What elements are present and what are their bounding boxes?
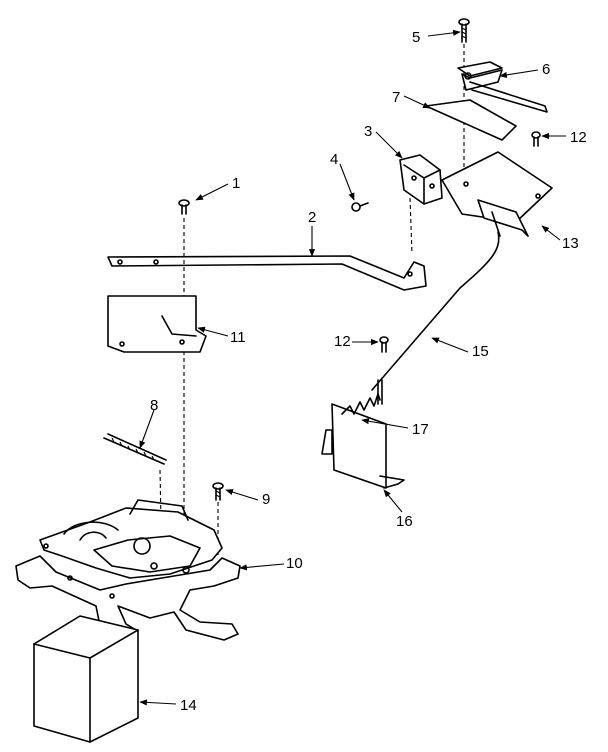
callout-12-lower: 12	[334, 333, 351, 350]
callout-16: 16	[396, 513, 413, 530]
part-17-spring	[341, 393, 381, 415]
part-8-threaded-rod	[103, 433, 167, 465]
callout-labels: 1 2 3 4 5 6 7 8 9 10 11 12 12 13 14 15 1…	[150, 29, 587, 714]
callout-12-upper: 12	[570, 129, 587, 146]
part-15-rod	[371, 231, 500, 391]
callout-5: 5	[412, 29, 420, 46]
part-2-arm	[107, 255, 427, 291]
callout-15: 15	[472, 343, 489, 360]
part-9-screw	[212, 482, 224, 501]
part-3-block	[399, 154, 443, 205]
part-14-box	[33, 615, 139, 743]
part-1-screw	[178, 199, 190, 215]
part-13-bracket	[441, 151, 553, 237]
callout-8: 8	[150, 397, 158, 414]
leader-lines	[139, 29, 566, 706]
callout-13: 13	[562, 235, 579, 252]
callout-11: 11	[230, 329, 246, 346]
part-5-screw	[458, 18, 470, 43]
callout-6: 6	[542, 61, 550, 78]
part-6-switch	[457, 61, 548, 113]
callout-17: 17	[412, 421, 429, 438]
part-11-plate	[107, 295, 207, 353]
part-4-screw	[351, 202, 369, 212]
callout-3: 3	[364, 123, 372, 140]
callout-7: 7	[392, 89, 400, 106]
part-10-base-assembly	[15, 499, 241, 641]
callout-14: 14	[180, 697, 197, 714]
callout-9: 9	[262, 491, 270, 508]
part-12-screw-upper	[531, 131, 541, 147]
part-16-plate	[321, 379, 405, 489]
callout-1: 1	[232, 175, 240, 192]
callout-4: 4	[330, 151, 338, 168]
part-7-insulator	[425, 99, 517, 141]
callout-10: 10	[286, 555, 303, 572]
callout-2: 2	[308, 209, 316, 226]
part-12-screw-lower	[379, 336, 389, 353]
